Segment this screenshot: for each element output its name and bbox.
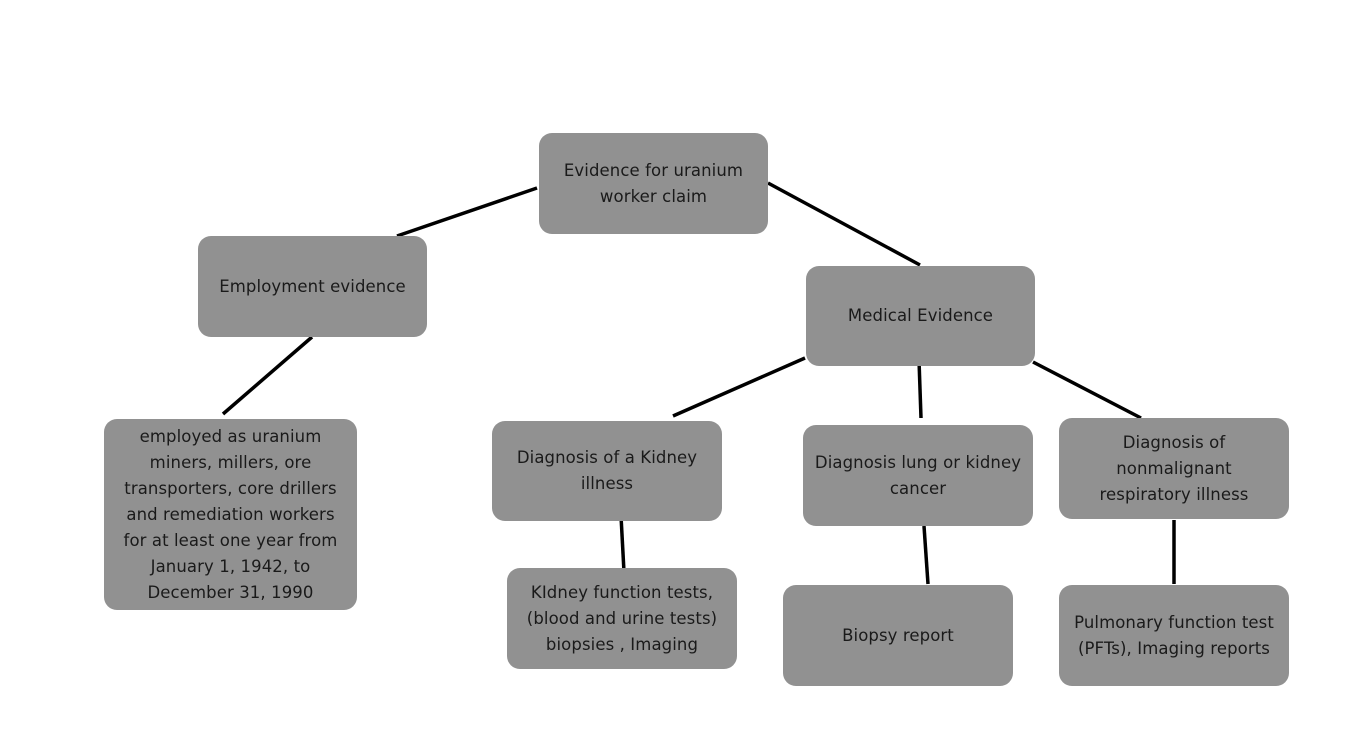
connector-medical-cancer <box>917 359 923 419</box>
node-kidney-tests-label: KIdney function tests,(blood and urine t… <box>526 582 718 654</box>
node-medical: Medical Evidence <box>806 266 1035 366</box>
connector-root-employment <box>396 186 538 238</box>
node-kidney-tests: KIdney function tests,(blood and urine t… <box>507 568 737 669</box>
node-biopsy: Biopsy report <box>783 585 1013 686</box>
node-employment-label: Employment evidence <box>219 276 406 296</box>
connector-cancer-biopsy <box>922 525 930 585</box>
connector-employment-detail <box>221 335 314 416</box>
node-employment: Employment evidence <box>198 236 427 337</box>
connector-kidney-tests <box>619 515 626 573</box>
connector-medical-kidney <box>672 356 806 418</box>
connector-medical-respiratory <box>1032 360 1142 420</box>
connector-root-medical <box>767 181 921 267</box>
node-biopsy-label: Biopsy report <box>842 625 954 645</box>
node-pulmonary: Pulmonary function test(PFTs), Imaging r… <box>1059 585 1289 686</box>
node-pulmonary-label: Pulmonary function test(PFTs), Imaging r… <box>1074 612 1274 658</box>
node-medical-label: Medical Evidence <box>847 306 994 325</box>
